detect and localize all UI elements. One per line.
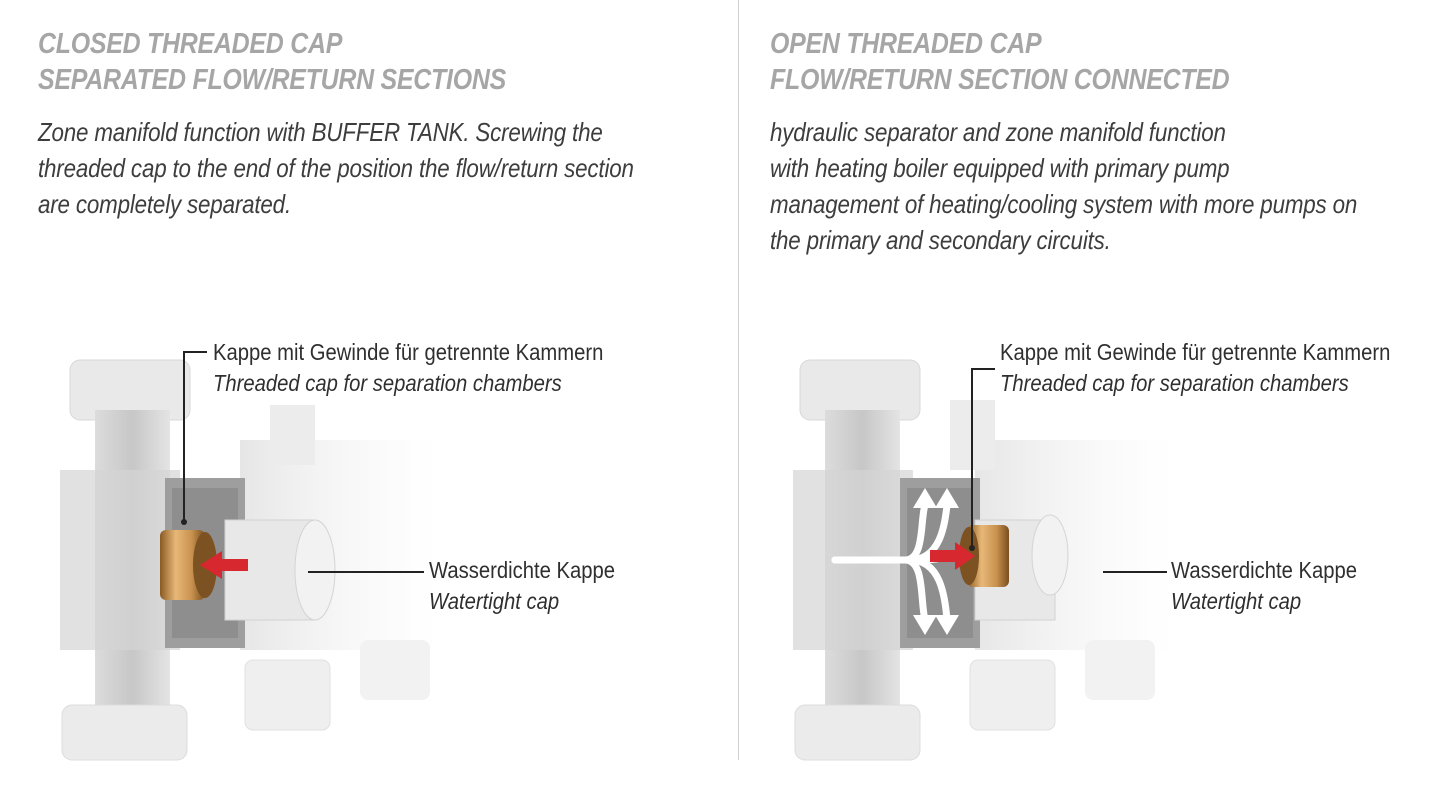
description-line-3: are completely separated. xyxy=(38,189,291,219)
label-de: Wasserdichte Kappe xyxy=(429,557,616,583)
callout-dot xyxy=(969,545,975,551)
label-en: Threaded cap for separation chambers xyxy=(1000,370,1349,396)
label-en: Threaded cap for separation chambers xyxy=(213,370,562,396)
callout-line-cap xyxy=(971,368,995,548)
flow-arrowheads xyxy=(913,488,959,635)
lower-port-1 xyxy=(969,659,1056,731)
stub-pipe xyxy=(270,405,315,465)
description-line-4: the primary and secondary circuits. xyxy=(770,225,1111,255)
brass-threaded-cap xyxy=(160,530,205,600)
red-arrow-icon xyxy=(200,551,248,579)
description-line-2: with heating boiler equipped with primar… xyxy=(770,153,1230,183)
description-line-3: management of heating/cooling system wit… xyxy=(770,189,1358,219)
heading-closed-cap: CLOSED THREADED CAP SEPARATED FLOW/RETUR… xyxy=(38,26,506,98)
label-de: Kappe mit Gewinde für getrennte Kammern xyxy=(213,339,604,365)
manifold-illustration-open xyxy=(793,359,1175,761)
description-line-2: threaded cap to the end of the position … xyxy=(38,153,634,183)
label-en: Watertight cap xyxy=(429,588,560,614)
heading-line-2: SEPARATED FLOW/RETURN SECTIONS xyxy=(38,64,506,96)
description-open-cap: hydraulic separator and zone manifold fu… xyxy=(770,114,1357,258)
label-threaded-cap: Kappe mit Gewinde für getrennte Kammern … xyxy=(213,337,603,399)
lower-port-2 xyxy=(1085,640,1155,700)
description-closed-cap: Zone manifold function with BUFFER TANK.… xyxy=(38,114,634,222)
label-de: Kappe mit Gewinde für getrennte Kammern xyxy=(1000,339,1391,365)
heading-line-1: CLOSED THREADED CAP xyxy=(38,28,343,60)
heading-line-1: OPEN THREADED CAP xyxy=(770,28,1042,60)
lower-port-1 xyxy=(244,659,331,731)
label-en: Watertight cap xyxy=(1171,588,1302,614)
description-line-1: Zone manifold function with BUFFER TANK.… xyxy=(38,117,603,147)
label-watertight-cap: Wasserdichte Kappe Watertight cap xyxy=(429,555,615,617)
label-de: Wasserdichte Kappe xyxy=(1171,557,1358,583)
watertight-cap xyxy=(1031,514,1069,596)
panel-closed-cap: CLOSED THREADED CAP SEPARATED FLOW/RETUR… xyxy=(0,0,700,799)
callout-dot xyxy=(181,519,187,525)
lower-port-2 xyxy=(360,640,430,700)
watertight-cap xyxy=(294,519,336,621)
panel-divider xyxy=(738,0,739,760)
callout-line-cap xyxy=(183,351,207,522)
heading-open-cap: OPEN THREADED CAP FLOW/RETURN SECTION CO… xyxy=(770,26,1230,98)
description-line-1: hydraulic separator and zone manifold fu… xyxy=(770,117,1226,147)
bottom-nut xyxy=(61,704,188,761)
manifold-illustration-closed xyxy=(60,351,440,761)
brass-threaded-cap xyxy=(967,525,1009,587)
panel-open-cap: OPEN THREADED CAP FLOW/RETURN SECTION CO… xyxy=(735,0,1435,799)
bottom-nut xyxy=(794,704,921,761)
red-arrow-icon xyxy=(930,542,975,570)
heading-line-2: FLOW/RETURN SECTION CONNECTED xyxy=(770,64,1230,96)
label-watertight-cap: Wasserdichte Kappe Watertight cap xyxy=(1171,555,1357,617)
label-threaded-cap: Kappe mit Gewinde für getrennte Kammern … xyxy=(1000,337,1390,399)
